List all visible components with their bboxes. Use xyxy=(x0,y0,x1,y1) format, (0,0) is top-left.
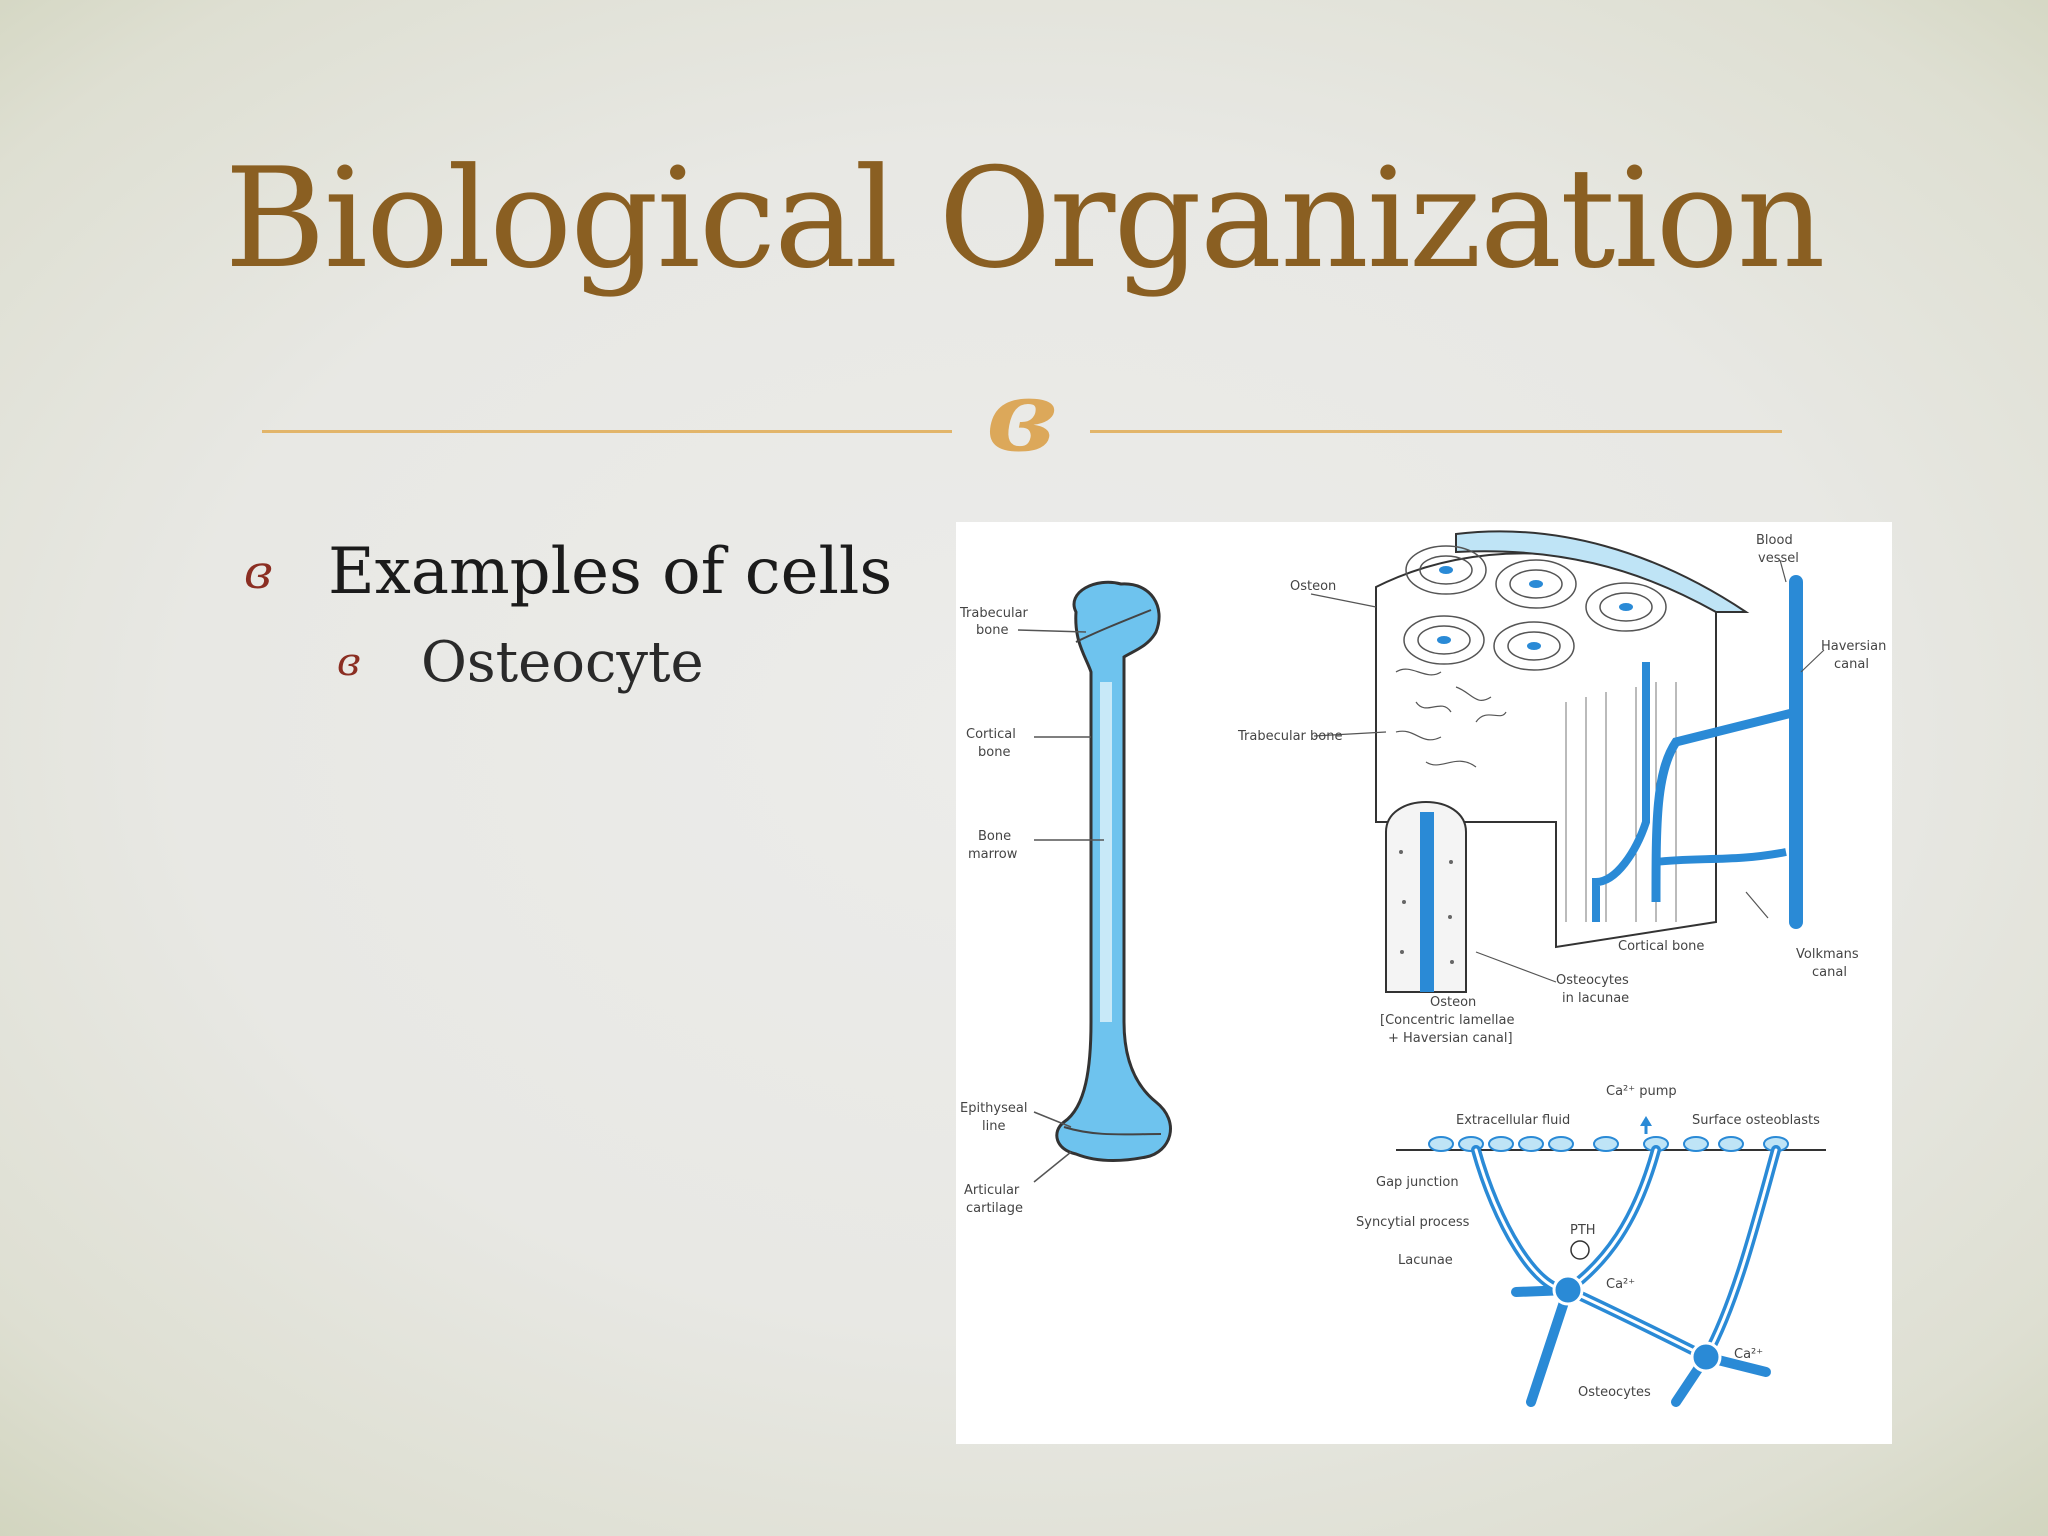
label-cortical-bone-bottom: Cortical bone xyxy=(1618,939,1704,954)
osteon-detail xyxy=(1385,800,1467,993)
long-bone-drawing xyxy=(1055,580,1172,1162)
label-osteon-detail-3: + Haversian canal] xyxy=(1388,1031,1513,1046)
bullet-item-osteocyte: ɞ Osteocyte xyxy=(337,625,892,699)
label-syncytial-process: Syncytial process xyxy=(1356,1215,1470,1230)
divider-line-left xyxy=(262,430,952,433)
label-ca-pump: Ca²⁺ pump xyxy=(1606,1084,1677,1099)
label-ca-2: Ca²⁺ xyxy=(1734,1347,1763,1362)
leader-lines xyxy=(1017,629,1104,1183)
label-trabecular-bone-inline: Trabecular bone xyxy=(1237,729,1342,744)
label-gap-junction: Gap junction xyxy=(1376,1175,1459,1190)
divider-flourish-icon: ɞ xyxy=(986,360,1056,473)
label-surface-osteoblasts: Surface osteoblasts xyxy=(1692,1113,1820,1128)
cortical-bone-block xyxy=(1375,530,1803,949)
label-osteon-detail: Osteon xyxy=(1430,995,1476,1010)
label-epiphyseal-2: line xyxy=(982,1119,1005,1134)
bullet-text: Examples of cells xyxy=(328,535,893,609)
label-haversian-2: canal xyxy=(1834,657,1869,672)
label-blood-vessel-2: vessel xyxy=(1758,551,1799,566)
label-cortical-bone-2: bone xyxy=(978,745,1010,760)
label-osteocytes: Osteocytes xyxy=(1578,1385,1651,1400)
bone-anatomy-figure: Trabecular bone Cortical bone Bone marro… xyxy=(956,522,1892,1444)
label-trabecular-bone-2: bone xyxy=(976,623,1008,638)
bullet-text: Osteocyte xyxy=(421,629,704,695)
label-blood-vessel: Blood xyxy=(1756,533,1793,548)
bullet-item-examples: ɞ Examples of cells xyxy=(244,535,892,609)
label-haversian: Haversian xyxy=(1821,639,1886,654)
label-articular: Articular xyxy=(964,1183,1020,1198)
label-osteon: Osteon xyxy=(1290,579,1336,594)
label-cortical-bone: Cortical xyxy=(966,727,1016,742)
label-lacunae: Lacunae xyxy=(1398,1253,1453,1268)
bullet-flourish-icon: ɞ xyxy=(244,545,273,599)
osteocyte-network xyxy=(1396,1116,1826,1407)
bullet-list: ɞ Examples of cells ɞ Osteocyte xyxy=(244,535,892,699)
bone-anatomy-illustration: Trabecular bone Cortical bone Bone marro… xyxy=(959,530,1886,1407)
label-volkmans: Volkmans xyxy=(1796,947,1859,962)
label-osteon-detail-2: [Concentric lamellae xyxy=(1380,1013,1515,1028)
label-bone-marrow-2: marrow xyxy=(968,847,1018,862)
label-ca-1: Ca²⁺ xyxy=(1606,1277,1635,1292)
label-osteocytes-lacunae: Osteocytes xyxy=(1556,973,1629,988)
title-divider: ɞ xyxy=(262,360,1782,473)
label-osteocytes-lacunae-2: in lacunae xyxy=(1562,991,1629,1006)
divider-line-right xyxy=(1090,430,1782,433)
bullet-flourish-icon: ɞ xyxy=(337,640,361,684)
label-bone-marrow: Bone xyxy=(978,829,1011,844)
label-pth: PTH xyxy=(1570,1223,1596,1238)
slide-title: Biological Organization xyxy=(224,138,1825,299)
label-volkmans-2: canal xyxy=(1812,965,1847,980)
label-extracellular-fluid: Extracellular fluid xyxy=(1456,1113,1570,1128)
label-epiphyseal: Epithyseal xyxy=(960,1101,1027,1116)
label-articular-2: cartilage xyxy=(966,1201,1023,1216)
label-trabecular-bone: Trabecular xyxy=(959,606,1029,621)
leader-lines-right xyxy=(1310,559,1825,983)
